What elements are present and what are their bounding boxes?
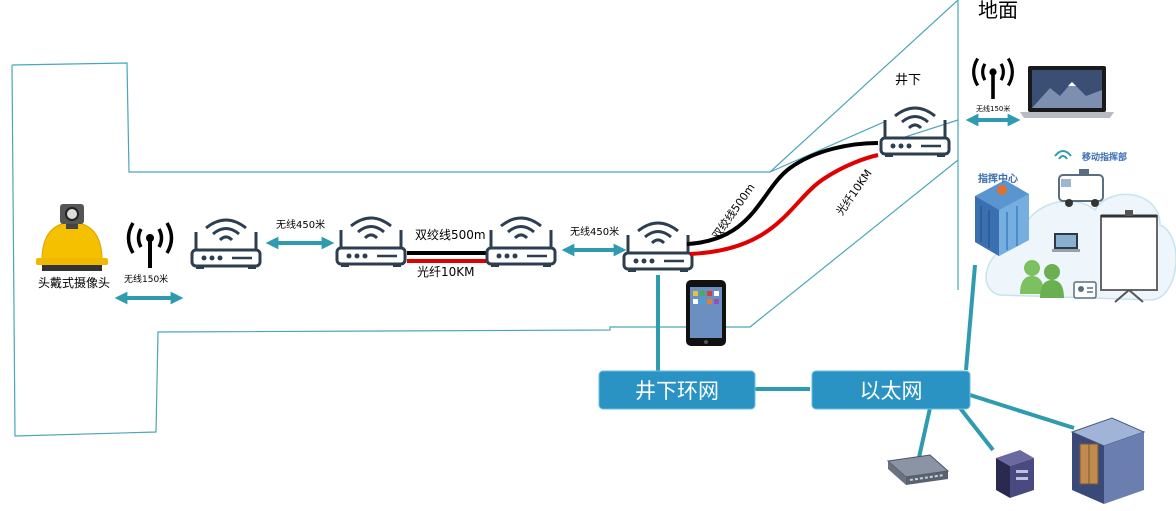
router-icon <box>879 106 951 159</box>
ethernet-button[interactable]: 以太网 <box>811 370 971 410</box>
wireless-150-label-a: 无线150米 <box>124 273 168 285</box>
twisted-pair-diag-label: 双绞线500m <box>709 181 758 242</box>
cabinet-icon <box>1070 417 1146 504</box>
people-icon <box>1020 260 1064 298</box>
ethernet-label: 以太网 <box>860 379 923 403</box>
router-icon <box>485 216 557 269</box>
mine-outline <box>11 0 959 437</box>
router-icon <box>190 218 262 271</box>
antenna-icon <box>126 221 174 270</box>
antenna-icon <box>971 56 1015 101</box>
wireless-150-label-b: 无线150米 <box>976 104 1010 113</box>
router-icon <box>622 221 694 274</box>
command-center-label: 指挥中心 <box>978 172 1018 185</box>
laptop-small-icon <box>1052 233 1080 252</box>
ring-network-label: 井下环网 <box>635 379 719 403</box>
fiber-label: 光纤10KM <box>417 265 475 279</box>
twisted-pair-label: 双绞线500m <box>415 227 486 242</box>
twisted-pair-diag-cable <box>686 141 879 246</box>
laptop-icon <box>1020 66 1114 118</box>
screen-icon <box>1100 210 1158 303</box>
helmet-camera-icon <box>36 204 108 271</box>
tablet-icon <box>686 280 726 346</box>
wireless-450-label-a: 无线450米 <box>276 218 325 231</box>
connection-lines <box>656 264 1075 463</box>
van-icon <box>1058 169 1104 207</box>
ground-label: 地面 <box>978 0 1018 22</box>
building-icon <box>975 180 1029 256</box>
ring-network-button[interactable]: 井下环网 <box>598 370 756 410</box>
signal-icon <box>1054 150 1072 160</box>
id-card-icon <box>1073 281 1097 299</box>
underground-label: 井下 <box>895 73 921 88</box>
router-icon <box>335 216 407 269</box>
wireless-450-label-b: 无线450米 <box>570 225 619 238</box>
mobile-command-label: 移动指挥部 <box>1082 151 1127 163</box>
helmet-camera-label: 头戴式摄像头 <box>38 275 110 290</box>
fiber-diag-cable <box>689 153 879 256</box>
fiber-diag-label: 光纤10KM <box>833 167 875 218</box>
server-icon <box>996 450 1034 498</box>
switch-icon <box>886 454 950 485</box>
